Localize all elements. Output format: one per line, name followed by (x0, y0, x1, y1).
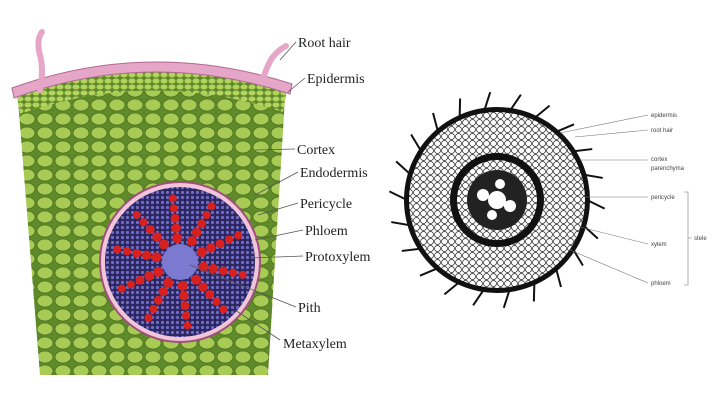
xylem-cell (219, 305, 228, 314)
xylem-cell (228, 268, 238, 277)
xylem-cell (212, 297, 221, 306)
xylem-cell (206, 243, 216, 253)
xylem-cell (208, 264, 219, 274)
xylem-cell (169, 204, 178, 213)
xylem-cell (153, 295, 163, 305)
label-cortex-right: cortex (651, 157, 667, 163)
xylem-cell (168, 194, 177, 203)
xylem-cell (207, 202, 216, 211)
xylem-cell (171, 223, 181, 233)
xylem-cell (238, 270, 247, 279)
label-pith: Pith (298, 301, 321, 316)
xylem-cell (152, 232, 162, 242)
xylem-cell (158, 286, 168, 297)
xylem-cell (172, 233, 183, 244)
xylem-cell (144, 313, 153, 322)
label-epidermis-right: epidermis (651, 113, 677, 119)
label-cortex: Cortex (297, 143, 335, 158)
xylem-cell (225, 235, 234, 244)
left-label-lines (189, 41, 306, 341)
xylem-cell (153, 266, 164, 277)
xylem-cell (170, 213, 180, 223)
label-endodermis: Endodermis (300, 166, 368, 181)
monocot-root-section (11, 29, 293, 375)
xylem-vessel (488, 191, 506, 209)
xylem-vessel (487, 210, 497, 220)
label-root-hair-right: root hair (651, 128, 673, 134)
xylem-cell (196, 247, 207, 258)
xylem-cell (144, 271, 154, 281)
xylem-cell (234, 231, 243, 240)
xylem-cell (215, 239, 225, 249)
label-epidermis: Epidermis (307, 72, 365, 87)
xylem-cell (205, 290, 215, 299)
xylem-vessel (504, 200, 516, 212)
label-metaxylem: Metaxylem (283, 337, 347, 352)
xylem-rays (113, 194, 247, 330)
root-hair-left (35, 29, 45, 93)
xylem-cell (191, 274, 202, 285)
epidermis-layer (11, 61, 293, 99)
xylem-cell (197, 219, 207, 229)
xylem-cell (182, 311, 191, 320)
xylem-cell (180, 301, 190, 311)
xylem-cell (218, 266, 228, 276)
xylem-cell (139, 218, 148, 227)
xylem-cell (183, 321, 192, 330)
xylem-cell (163, 277, 174, 288)
xylem-cell (198, 282, 208, 292)
xylem-cell (135, 275, 145, 285)
label-stele-right: stele (694, 236, 707, 242)
xylem-cell (126, 280, 135, 289)
pith (162, 244, 198, 280)
label-protoxylem: Protoxylem (305, 250, 370, 265)
xylem-cell (149, 304, 158, 314)
xylem-cell (202, 210, 211, 220)
label-phloem: Phloem (305, 224, 348, 239)
xylem-cell (192, 227, 202, 238)
label-root-hair: Root hair (298, 36, 351, 51)
xylem-vessel (477, 189, 489, 201)
xylem-cell (113, 245, 122, 254)
root-hair-right (259, 43, 289, 85)
xylem-cell (117, 284, 126, 293)
xylem-cell (179, 291, 189, 301)
label-pericycle-right: pericycle (651, 195, 675, 201)
label-xylem-right: xylem (651, 242, 667, 248)
xylem-cell (132, 248, 142, 258)
xylem-cell (177, 280, 188, 291)
right-label-lines (559, 114, 692, 286)
xylem-cell (132, 210, 141, 219)
xylem-cell (186, 236, 197, 247)
xylem-cell (122, 247, 132, 256)
xylem-cell (141, 250, 152, 260)
xylem-cell (145, 225, 155, 234)
label-parenchyma-right: parenchyma (651, 166, 685, 172)
xylem-vessel (495, 179, 505, 189)
xylem-cell (151, 252, 162, 263)
label-pericycle: Pericycle (300, 197, 352, 212)
label-phloem-right: phloem (651, 281, 671, 287)
dicot-root-section (388, 91, 606, 309)
xylem-cell (158, 239, 169, 250)
